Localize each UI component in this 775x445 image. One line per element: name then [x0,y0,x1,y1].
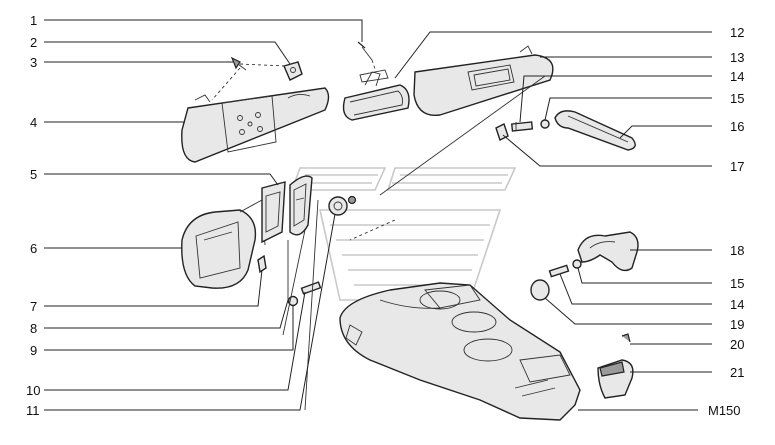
handle-washer-front [540,119,550,129]
callout-label: 5 [30,167,37,182]
callout-label: 20 [730,337,744,352]
callout-label: M150 [708,403,741,418]
callout-label: 6 [30,241,37,256]
front-grab-handle [554,110,636,151]
connector-8 [282,229,306,336]
visor-clip [283,61,303,81]
leader-dashed-3b [211,67,241,101]
connector-13-diag [379,75,546,196]
visor-screw [230,56,247,71]
left-leaders [44,19,363,411]
right-callout-labels: 12 13 14 15 16 17 18 15 14 19 20 21 M150 [708,25,744,418]
callout-label: 12 [730,25,744,40]
callout-label: 16 [730,119,744,134]
callout-label: 9 [30,343,37,358]
rear-handle-screw [548,264,570,278]
left-callout-labels: 1 2 3 4 5 6 7 8 9 10 11 [26,13,40,418]
callout-label: 17 [730,159,744,174]
mirror-clip [257,254,267,274]
left-sun-visor [181,87,330,163]
callout-label: 14 [730,297,744,312]
adjust-knob [328,195,357,216]
rearview-mirror [342,69,410,121]
mirror-screw [357,41,377,73]
right-leaders [394,31,712,411]
watermark-logo [290,167,517,301]
lamp-screw [621,333,631,343]
callout-label: 4 [30,115,37,130]
callout-label: 3 [30,55,37,70]
callout-label: 10 [26,383,40,398]
center-console [339,282,581,421]
connector-dashed [349,219,396,241]
connector-11 [304,199,319,411]
callout-label: 11 [26,403,40,418]
callout-label: 21 [730,365,744,380]
rear-grab-handle [577,231,639,272]
callout-label: 8 [30,321,37,336]
callout-label: 7 [30,299,37,314]
handle-screw-front [510,121,534,132]
interior-lamp [597,359,634,399]
leader-dashed-3 [239,63,286,67]
mirror-screw-bolt [300,281,322,295]
callout-label: 15 [730,91,744,106]
mirror-gasket [261,181,286,244]
mirror-trim [289,175,313,236]
handle-cap-front [495,123,509,141]
rear-handle-cap [530,279,550,301]
right-sun-visor [413,45,554,117]
callout-label: 18 [730,243,744,258]
callout-label: 2 [30,35,37,50]
callout-label: 13 [730,50,744,65]
callout-label: 1 [30,13,37,28]
callout-label: 19 [730,317,744,332]
callout-label: 14 [730,69,744,84]
callout-label: 15 [730,276,744,291]
exterior-side-mirror [181,199,266,289]
rear-handle-washer [572,259,582,269]
